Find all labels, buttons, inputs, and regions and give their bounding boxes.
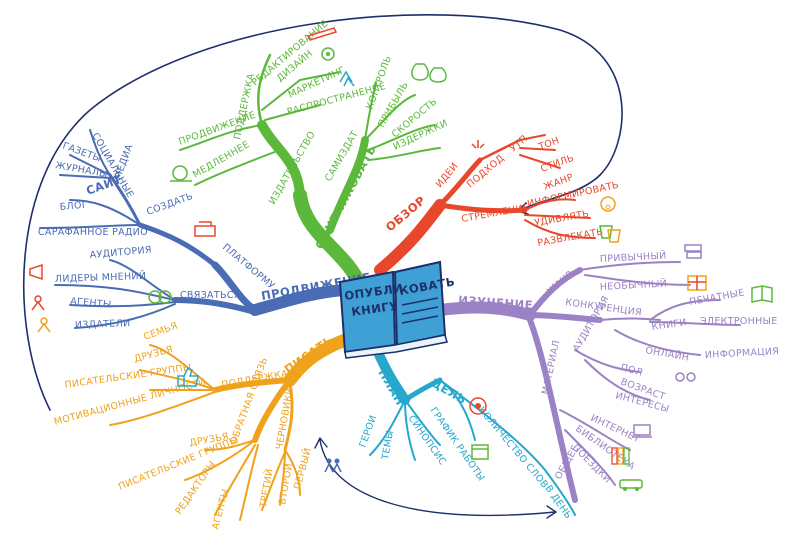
book-stack-icon (684, 244, 702, 259)
open-book-icon (751, 285, 773, 303)
red-branch (374, 134, 596, 276)
label-geroi: ГЕРОИ (357, 414, 379, 449)
label-agenty-orange: АГЕНТЫ (210, 488, 231, 531)
orange-branch (109, 333, 352, 521)
label-auditoriya-blue: АУДИТОРИЯ (89, 245, 152, 261)
label-informirovat: ИНФОРМИРОВАТЬ (526, 180, 620, 210)
books-icon (611, 447, 630, 465)
label-zhanr-purple: ЖАНР (545, 269, 576, 297)
label-izdateli: ИЗДАТЕЛИ (75, 318, 131, 331)
label-blog: БЛОГ (59, 200, 88, 213)
label-stremlenie: СТРЕМЛЕНИЕ (461, 202, 531, 225)
person-agent-icon (31, 295, 45, 311)
thumbs-up-icon (177, 366, 199, 387)
theatre-masks-icon (599, 225, 621, 243)
label-tsel: ЦЕЛЬ (429, 375, 470, 407)
label-lidery: ЛИДЕРЫ МНЕНИЙ (55, 270, 147, 285)
person-publisher-icon (37, 317, 51, 333)
calendar-icon (471, 444, 489, 460)
label-kolichestvo: КОЛИЧЕСТВО СЛОВ (476, 405, 550, 491)
label-radio: САРАФАННОЕ РАДИО (38, 227, 148, 238)
target-icon (469, 397, 487, 415)
label-sozdat: СОЗДАТЬ (145, 191, 194, 218)
pen-icon (306, 27, 338, 41)
label-izuchenie: ИЗУЧЕНИЕ (458, 293, 534, 312)
gift-box-icon (687, 275, 707, 291)
car-icon (619, 479, 643, 491)
smiley-surprised-icon (600, 196, 616, 212)
label-neobychny: НЕОБЫЧНЫЙ (600, 277, 668, 293)
people-icon (324, 458, 342, 473)
center-book (338, 260, 448, 359)
label-informatsiya: ИНФОРМАЦИЯ (705, 346, 780, 361)
laptop-icon (632, 424, 652, 438)
label-svyazatsya: СВЯЗАТЬСЯ (180, 290, 241, 301)
lower-arrowhead-right (546, 505, 557, 519)
label-temy: ТЕМЫ (380, 429, 396, 461)
lower-arrowhead-left (314, 437, 328, 449)
loop-connector (22, 14, 623, 411)
gender-icon (675, 372, 696, 382)
label-plan: ПЛАН (375, 367, 407, 408)
label-elektronnye: ЭЛЕКТРОННЫЕ (700, 316, 778, 327)
megaphone-icon (29, 263, 43, 281)
label-knigi: КНИГИ (651, 317, 688, 333)
label-udivlyat: УДИВЛЯТЬ (534, 209, 590, 229)
center-title-left2: КНИГУ (350, 299, 399, 319)
money-bag-icon (411, 63, 447, 83)
purple-branch (434, 261, 741, 503)
label-agenty-blue: АГЕНТЫ (70, 296, 112, 311)
label-obratnaya: ОБРАТНАЯ СВЯЗЬ (228, 356, 270, 446)
palette-icon (321, 47, 335, 61)
green-branch (179, 53, 441, 292)
snail-icon (170, 165, 192, 182)
label-semya: СЕМЬЯ (142, 320, 179, 342)
label-treti: ТРЕТИЙ (257, 468, 276, 510)
label-utp: УТП (508, 133, 530, 154)
label-privychny: ПРИВЫЧНЫЙ (600, 250, 667, 265)
lightbulb-icon (471, 140, 485, 149)
label-onlain: ОНЛАЙН (644, 344, 690, 364)
handshake-icon (148, 290, 172, 304)
arrows-up-icon (339, 70, 355, 87)
label-medlennee: МЕДЛЕННЕЕ (191, 139, 252, 180)
typewriter-icon (194, 221, 216, 237)
